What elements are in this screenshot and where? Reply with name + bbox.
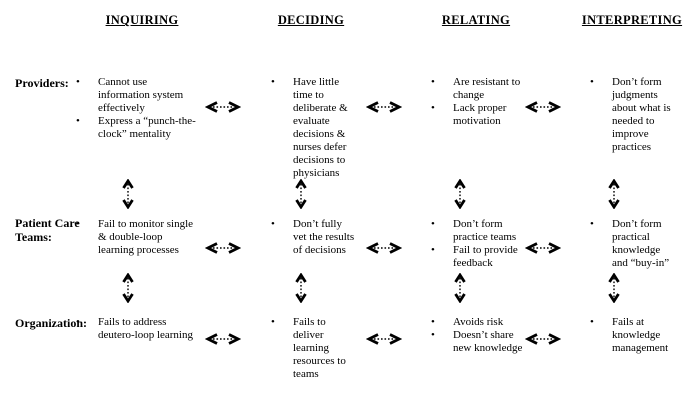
cell-teams-deciding: • Don’t fully vet the results of decision… — [268, 218, 358, 257]
vertical-double-arrow-icon — [608, 179, 620, 209]
bullet-text: Have little time to deliberate & evaluat… — [293, 76, 348, 179]
cell-teams-relating: • Don’t form practice teams • Fail to prov… — [428, 218, 523, 270]
bullet-item: • Fails to deliver learning resources to … — [268, 316, 358, 381]
bullet-text: Fail to provide feedback — [453, 244, 518, 269]
vertical-double-arrow-icon — [454, 273, 466, 303]
bullet-icon: • — [431, 329, 435, 341]
bullet-text: Lack proper motivation — [453, 102, 507, 127]
bullet-text: Cannot use information system effectivel… — [98, 76, 184, 114]
bullet-item: • Express a “punch-the-clock” mentality — [73, 115, 198, 141]
cell-organization-relating: • Avoids risk • Doesn’t share new knowledg… — [428, 316, 523, 355]
bullet-item: • Are resistant to change — [428, 76, 523, 102]
bullet-item: • Avoids risk — [428, 316, 523, 329]
bullet-icon: • — [590, 218, 594, 230]
cell-organization-inquiring: • Fails to address deutero-loop learning — [73, 316, 198, 342]
bullet-icon: • — [76, 115, 80, 127]
cell-teams-inquiring: • Fail to monitor single & double-loop le… — [73, 218, 198, 257]
cell-teams-interpreting: • Don’t form practical knowledge and “buy… — [587, 218, 672, 270]
bullet-item: • Fails at knowledge management — [587, 316, 672, 355]
row-label-organization: Organization: — [15, 316, 87, 330]
bullet-item: • Lack proper motivation — [428, 102, 523, 128]
bullet-item: • Don’t fully vet the results of decision… — [268, 218, 358, 257]
bullet-icon: • — [431, 316, 435, 328]
bullet-icon: • — [76, 218, 80, 230]
vertical-double-arrow-icon — [122, 179, 134, 209]
bullet-text: Fails at knowledge management — [612, 316, 669, 354]
bullet-item: • Fail to monitor single & double-loop le… — [73, 218, 198, 257]
bullet-icon: • — [431, 218, 435, 230]
horizontal-double-arrow-icon — [367, 333, 401, 345]
bullet-item: • Fail to provide feedback — [428, 244, 523, 270]
horizontal-double-arrow-icon — [526, 101, 560, 113]
bullet-item: • Doesn’t share new knowledge — [428, 329, 523, 355]
bullet-item: • Don’t form practice teams — [428, 218, 523, 244]
column-header-deciding: DECIDING — [277, 13, 345, 27]
bullet-text: Express a “punch-the-clock” mentality — [98, 115, 196, 140]
cell-organization-interpreting: • Fails at knowledge management — [587, 316, 672, 355]
horizontal-double-arrow-icon — [367, 101, 401, 113]
row-label-providers: Providers: — [15, 76, 69, 90]
bullet-icon: • — [431, 244, 435, 256]
bullet-text: Don’t form practice teams — [453, 218, 517, 243]
column-header-interpreting: INTERPRETING — [581, 13, 683, 27]
cell-organization-deciding: • Fails to deliver learning resources to … — [268, 316, 358, 381]
vertical-double-arrow-icon — [295, 273, 307, 303]
bullet-icon: • — [271, 316, 275, 328]
horizontal-double-arrow-icon — [206, 101, 240, 113]
bullet-text: Don’t fully vet the results of decisions — [293, 218, 355, 256]
vertical-double-arrow-icon — [122, 273, 134, 303]
horizontal-double-arrow-icon — [526, 333, 560, 345]
bullet-text: Fails to deliver learning resources to t… — [293, 316, 346, 380]
horizontal-double-arrow-icon — [526, 242, 560, 254]
horizontal-double-arrow-icon — [206, 242, 240, 254]
bullet-icon: • — [271, 218, 275, 230]
bullet-icon: • — [431, 102, 435, 114]
bullet-item: • Don’t form judgments about what is need… — [587, 76, 672, 154]
bullet-item: • Have little time to deliberate & evalua… — [268, 76, 358, 180]
bullet-icon: • — [76, 76, 80, 88]
bullet-text: Doesn’t share new knowledge — [453, 329, 523, 354]
bullet-text: Don’t form judgments about what is neede… — [612, 76, 671, 153]
cell-providers-interpreting: • Don’t form judgments about what is need… — [587, 76, 672, 154]
cell-providers-deciding: • Have little time to deliberate & evalua… — [268, 76, 358, 180]
bullet-text: Don’t form practical knowledge and “buy-… — [612, 218, 670, 269]
horizontal-double-arrow-icon — [367, 242, 401, 254]
cell-providers-relating: • Are resistant to change • Lack proper mo… — [428, 76, 523, 128]
bullet-icon: • — [590, 76, 594, 88]
horizontal-double-arrow-icon — [206, 333, 240, 345]
bullet-icon: • — [271, 76, 275, 88]
column-header-relating: RELATING — [441, 13, 511, 27]
bullet-item: • Fails to address deutero-loop learning — [73, 316, 198, 342]
vertical-double-arrow-icon — [295, 179, 307, 209]
bullet-text: Fail to monitor single & double-loop lea… — [98, 218, 194, 256]
vertical-double-arrow-icon — [608, 273, 620, 303]
cell-providers-inquiring: • Cannot use information system effective… — [73, 76, 198, 141]
bullet-text: Fails to address deutero-loop learning — [98, 316, 193, 341]
vertical-double-arrow-icon — [454, 179, 466, 209]
bullet-text: Are resistant to change — [453, 76, 521, 101]
column-header-inquiring: INQUIRING — [105, 13, 179, 27]
bullet-item: • Cannot use information system effective… — [73, 76, 198, 115]
bullet-icon: • — [431, 76, 435, 88]
row-label-patient-care-teams: Patient Care Teams: — [15, 216, 80, 244]
bullet-item: • Don’t form practical knowledge and “buy… — [587, 218, 672, 270]
bullet-icon: • — [590, 316, 594, 328]
bullet-icon: • — [76, 316, 80, 328]
bullet-text: Avoids risk — [453, 316, 504, 328]
